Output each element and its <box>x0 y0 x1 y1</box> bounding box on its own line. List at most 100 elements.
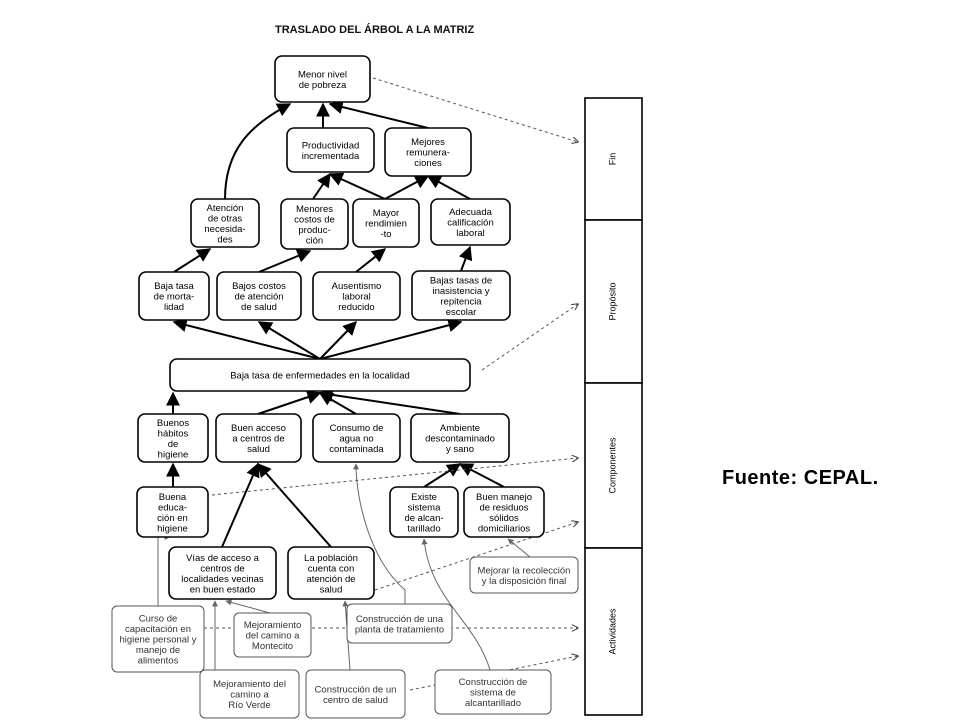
arrow-11 <box>172 318 321 360</box>
dashed-arrow-1 <box>481 304 578 371</box>
arrow-21 <box>458 463 505 488</box>
arrow-1 <box>328 100 429 129</box>
node-label-line: salud <box>320 584 343 595</box>
node-label-line: salud <box>247 444 270 455</box>
node-label-line: centros de <box>200 563 244 574</box>
matrix-cell-actividades: Actividades <box>584 547 643 716</box>
node-label-line: sólidos <box>489 513 519 524</box>
node-label-line: Adecuada <box>449 207 493 218</box>
node-label-line: Mayor <box>373 208 399 219</box>
node-label-line: higiene personal y <box>119 635 196 646</box>
node-label-line: Ambiente <box>440 423 480 434</box>
node-label-line: de alcan- <box>404 513 443 524</box>
node-label-line: Bajas tasas de <box>430 275 492 286</box>
matrix-cell-label: Propósito <box>607 282 617 320</box>
node-label-line: Construcción de <box>459 677 528 688</box>
node-label-line: escolar <box>446 307 477 318</box>
node-label-line: de <box>168 439 179 450</box>
node-label-line: inasistencia y <box>432 286 489 297</box>
diagram-title: TRASLADO DEL ÁRBOL A LA MATRIZ <box>275 24 475 36</box>
node-label-line: localidades vecinas <box>181 574 264 585</box>
arrow-9 <box>355 248 387 273</box>
curved-arrow-0 <box>224 103 292 200</box>
node-label-line: higiene <box>157 523 188 534</box>
node-label-line: hábitos <box>158 428 189 439</box>
edges-layer <box>157 100 531 671</box>
node-label-line: capacitación en <box>125 624 191 635</box>
node-label-line: Baja tasa <box>154 281 194 292</box>
node-label-line: lidad <box>164 302 184 313</box>
arrow-18 <box>318 387 461 415</box>
node-label-line: produc- <box>298 225 330 236</box>
node-label-line: sistema <box>408 502 441 513</box>
arrow-8 <box>258 249 312 273</box>
node-label-line: Baja tasa de enfermedades en la localida… <box>230 371 410 382</box>
node-label-line: manejo de <box>136 645 180 656</box>
arrow-2 <box>312 172 331 200</box>
node-label-line: Consumo de <box>330 423 384 434</box>
node-label-line: reducido <box>338 302 374 313</box>
matrix-cell-label: Componentes <box>607 437 617 494</box>
node-label-line: de otras <box>208 213 243 224</box>
arrow-23 <box>257 462 332 548</box>
matrix-cell-label: Actividades <box>607 608 617 655</box>
dashed-arrow-2 <box>211 458 578 496</box>
node-label-line: Atención <box>207 203 244 214</box>
node-label-line: laboral <box>342 292 371 303</box>
node-label-line: La población <box>304 553 358 564</box>
node-label-line: de residuos <box>479 502 528 513</box>
node-label-line: contaminada <box>329 444 384 455</box>
matrix-cell-fin: Fin <box>584 97 643 221</box>
node-label-line: Curso de <box>139 614 178 625</box>
node-label-line: Río Verde <box>228 700 270 711</box>
node-label-line: des <box>217 234 233 245</box>
node-label-line: Mejoramiento del <box>213 679 286 690</box>
node-label-line: planta de tratamiento <box>355 624 444 635</box>
activity-link-1 <box>225 599 271 614</box>
node-label-line: a centros de <box>232 434 284 445</box>
node-label-line: alcantarillado <box>465 698 521 709</box>
activity-link-4 <box>353 463 406 604</box>
node-label-line: repitencia <box>440 296 482 307</box>
arrow-13 <box>319 320 357 360</box>
node-label-line: higiene <box>158 449 189 460</box>
node-label-line: tarillado <box>407 523 440 534</box>
arrow-14 <box>319 318 463 360</box>
node-label-line: Construcción de una <box>356 614 444 625</box>
node-label-line: Productividad <box>302 140 360 151</box>
node-label-line: del camino a <box>246 631 301 642</box>
node-label-line: Ausentismo <box>332 281 382 292</box>
arrow-10 <box>459 245 473 272</box>
matrix-cell-proposito: Propósito <box>584 219 643 384</box>
arrow-4 <box>384 175 430 200</box>
node-label-line: Buena <box>159 492 187 503</box>
matrix-cell-componentes: Componentes <box>584 382 643 549</box>
node-label-line: alimentos <box>138 656 179 667</box>
node-label-line: calificación <box>447 218 493 229</box>
node-label-line: de salud <box>241 302 277 313</box>
source-label: Fuente: CEPAL. <box>722 467 879 489</box>
node-label-line: Vías de acceso a <box>186 553 260 564</box>
node-label-line: laboral <box>456 228 485 239</box>
node-label-line: Menores <box>296 204 333 215</box>
node-baja-enfermedades: Baja tasa de enfermedades en la localida… <box>169 358 471 392</box>
